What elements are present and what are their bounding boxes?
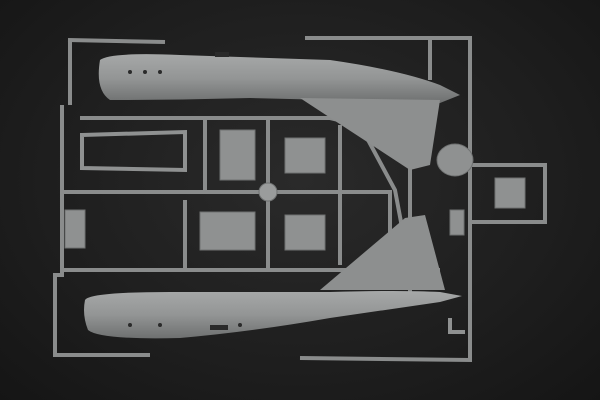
small-parts xyxy=(64,129,526,334)
upper-fuselage-half xyxy=(98,52,460,170)
lower-fuselage-half xyxy=(84,215,462,339)
